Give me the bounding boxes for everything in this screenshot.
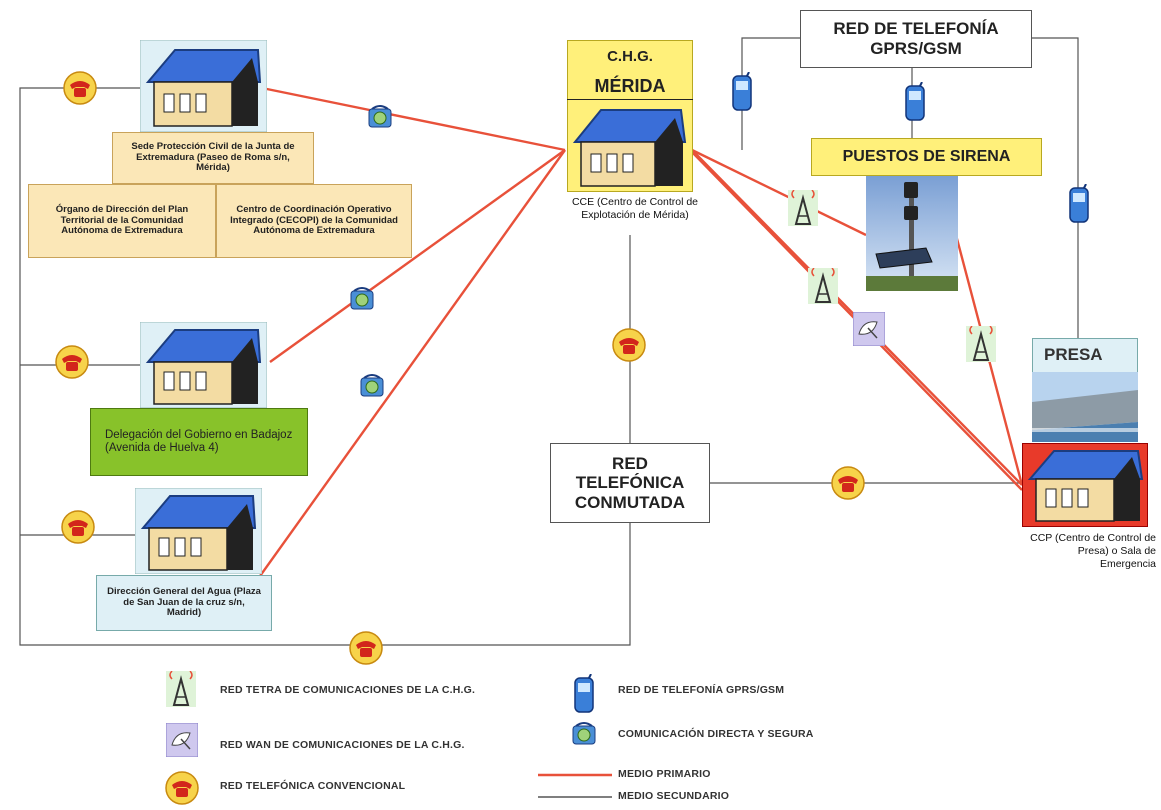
legend-secondary-line [538, 796, 612, 798]
legend-tetra-label: RED TETRA DE COMUNICACIONES DE LA C.H.G. [220, 684, 476, 696]
sede-direction-box: Órgano de Dirección del Plan Territorial… [28, 184, 216, 258]
sede-cecopi-box: Centro de Coordinación Operativo Integra… [216, 184, 412, 258]
legend-primario-label: MEDIO PRIMARIO [618, 768, 711, 780]
secondary-line-gprs-presa [1032, 37, 1079, 338]
legend-wan-label: RED WAN DE COMUNICACIONES DE LA C.H.G. [220, 739, 465, 751]
primary-line-sede-chg [261, 86, 566, 152]
sede-house-icon [140, 40, 267, 132]
direccion-label-box: Dirección General del Agua (Plaza de San… [96, 575, 272, 631]
wan-satellite-icon [853, 312, 885, 346]
chg-house-icon [572, 109, 687, 187]
ccp-caption: CCP (Centro de Control de Presa) o Sala … [1030, 532, 1156, 571]
tetra-tower-icon [788, 190, 818, 226]
delegacion-label-box: Delegación del Gobierno en Badajoz (Aven… [90, 408, 308, 476]
phone-icon [349, 631, 383, 665]
sede-title-box: Sede Protección Civil de la Junta de Ext… [112, 132, 314, 184]
secure-comm-icon [360, 374, 384, 397]
primary-line-direccion-chg [249, 149, 566, 591]
chg-caption: CCE (Centro de Control de Explotación de… [571, 196, 699, 222]
tetra-tower-icon [808, 268, 838, 304]
legend-phone-icon [165, 771, 199, 805]
phone-icon [55, 345, 89, 379]
secondary-line-left-bus [19, 87, 631, 646]
secondary-line-chg-gprs [741, 37, 800, 150]
gprs-network-box: RED DE TELEFONÍA GPRS/GSM [800, 10, 1032, 68]
legend-wan-icon [166, 723, 198, 757]
ccp-house-icon [1027, 450, 1144, 522]
secure-comm-icon [350, 287, 374, 310]
secure-comm-icon [368, 105, 392, 128]
phone-icon [61, 510, 95, 544]
rtc-network-box: RED TELEFÓNICA CONMUTADA [550, 443, 710, 523]
chg-title-bottom: MÉRIDA [567, 74, 693, 100]
primary-line-chg-sirena [691, 148, 867, 237]
sirena-photo [866, 176, 958, 291]
legend-primary-line [538, 773, 612, 777]
mobile-phone-icon [1069, 184, 1089, 223]
presa-photo [1032, 372, 1138, 442]
legend-rtc-label: RED TELEFÓNICA CONVENCIONAL [220, 780, 406, 792]
mobile-phone-icon [732, 72, 752, 111]
phone-icon [831, 466, 865, 500]
presa-label: PRESA [1044, 345, 1103, 365]
legend-tetra-icon [166, 671, 196, 707]
legend-secure-comm-icon [572, 722, 596, 745]
phone-icon [612, 328, 646, 362]
mobile-phone-icon [905, 82, 925, 121]
legend-directa-label: COMUNICACIÓN DIRECTA Y SEGURA [618, 728, 814, 740]
direccion-house-icon [135, 488, 262, 574]
primary-line-delegacion-chg [269, 149, 566, 363]
tetra-tower-icon [966, 326, 996, 362]
phone-icon [63, 71, 97, 105]
sirena-label-box: PUESTOS DE SIRENA [811, 138, 1042, 176]
legend-secundario-label: MEDIO SECUNDARIO [618, 790, 730, 802]
legend-mobile-phone-icon [574, 674, 594, 713]
chg-title-top: C.H.G. [607, 48, 653, 66]
delegacion-house-icon [140, 322, 267, 408]
legend-gprs-label: RED DE TELEFONÍA GPRS/GSM [618, 684, 785, 696]
